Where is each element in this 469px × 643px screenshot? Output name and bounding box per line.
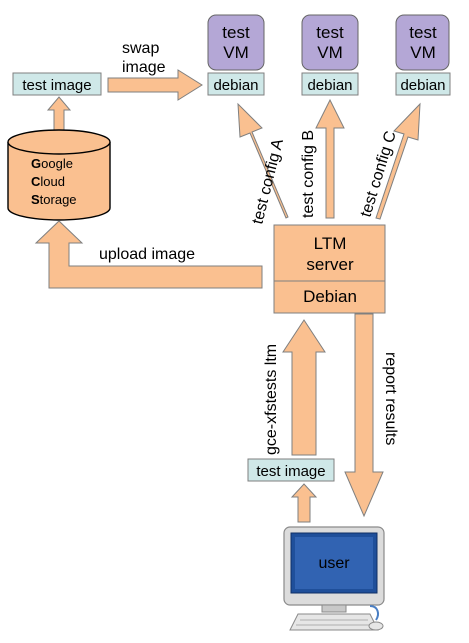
report-results-label: report results	[382, 352, 399, 445]
debian-label-2: debian	[307, 77, 352, 94]
test-vm-label-3a: test	[409, 23, 437, 42]
storage-initial-g: G	[31, 156, 41, 171]
gce-xfstests-label: gce-xfstests ltm	[263, 344, 280, 455]
storage-initial-s: S	[31, 192, 40, 207]
monitor-stand	[321, 604, 347, 613]
ltm-server-box	[273, 224, 386, 314]
vm-node-2: test VM debian	[301, 14, 359, 96]
cloud-storage-cylinder	[7, 129, 111, 221]
storage-label-cloud: Cloud	[31, 174, 65, 189]
debian-label-3: debian	[400, 77, 445, 94]
storage-rest-google: oogle	[41, 156, 73, 171]
mouse	[368, 621, 384, 631]
keyboard	[289, 613, 379, 631]
storage-label-storage: Storage	[31, 192, 77, 207]
config-b-arrow	[315, 98, 345, 219]
config-a-arrow	[237, 102, 289, 219]
test-image-label-top: test image	[22, 77, 91, 94]
user-to-image-arrow	[290, 483, 318, 523]
config-a-label: test config A	[249, 137, 287, 226]
vm-node-3: test VM debian	[395, 14, 451, 96]
ltm-label-1: LTM	[314, 234, 347, 253]
gce-xfstests-arrow	[282, 319, 326, 456]
test-image-box-top	[12, 72, 102, 96]
test-vm-label-2b: VM	[317, 43, 343, 62]
test-vm-box-2	[301, 14, 359, 71]
debian-box-1	[207, 72, 265, 96]
test-vm-label-1b: VM	[223, 43, 249, 62]
swap-image-label-2: image	[122, 59, 166, 76]
vm-node-1: test VM debian	[207, 14, 265, 96]
storage-to-image-arrow	[46, 96, 72, 131]
report-results-arrow	[344, 313, 384, 518]
config-b-label: test config B	[300, 130, 317, 218]
test-vm-label-3b: VM	[410, 43, 436, 62]
debian-box-2	[301, 72, 359, 96]
mouse-cable	[369, 605, 379, 621]
user-label: user	[318, 555, 350, 572]
swap-image-arrow	[107, 69, 203, 101]
user-computer: user	[283, 526, 385, 631]
debian-box-3	[395, 72, 451, 96]
test-image-box-bottom	[247, 458, 335, 482]
storage-label-google: Google	[31, 156, 73, 171]
test-vm-box-1	[207, 14, 265, 71]
upload-image-label: upload image	[99, 246, 195, 263]
test-vm-box-3	[395, 14, 450, 71]
ltm-os-label: Debian	[303, 287, 357, 306]
cylinder-top	[7, 129, 111, 155]
upload-image-arrow	[34, 220, 263, 289]
config-c-arrow	[375, 102, 421, 220]
swap-image-label-1: swap	[122, 40, 159, 57]
test-vm-label-2a: test	[316, 23, 344, 42]
cylinder-body	[7, 142, 111, 221]
storage-rest-cloud: loud	[40, 174, 65, 189]
ltm-server-node: LTM server Debian	[273, 224, 386, 314]
debian-label-1: debian	[213, 77, 258, 94]
storage-initial-c: C	[31, 174, 41, 189]
monitor-glare	[295, 537, 373, 589]
ltm-label-2: server	[306, 255, 354, 274]
test-image-label-bottom: test image	[256, 463, 325, 480]
storage-rest-storage: torage	[40, 192, 77, 207]
test-vm-label-1a: test	[222, 23, 250, 42]
